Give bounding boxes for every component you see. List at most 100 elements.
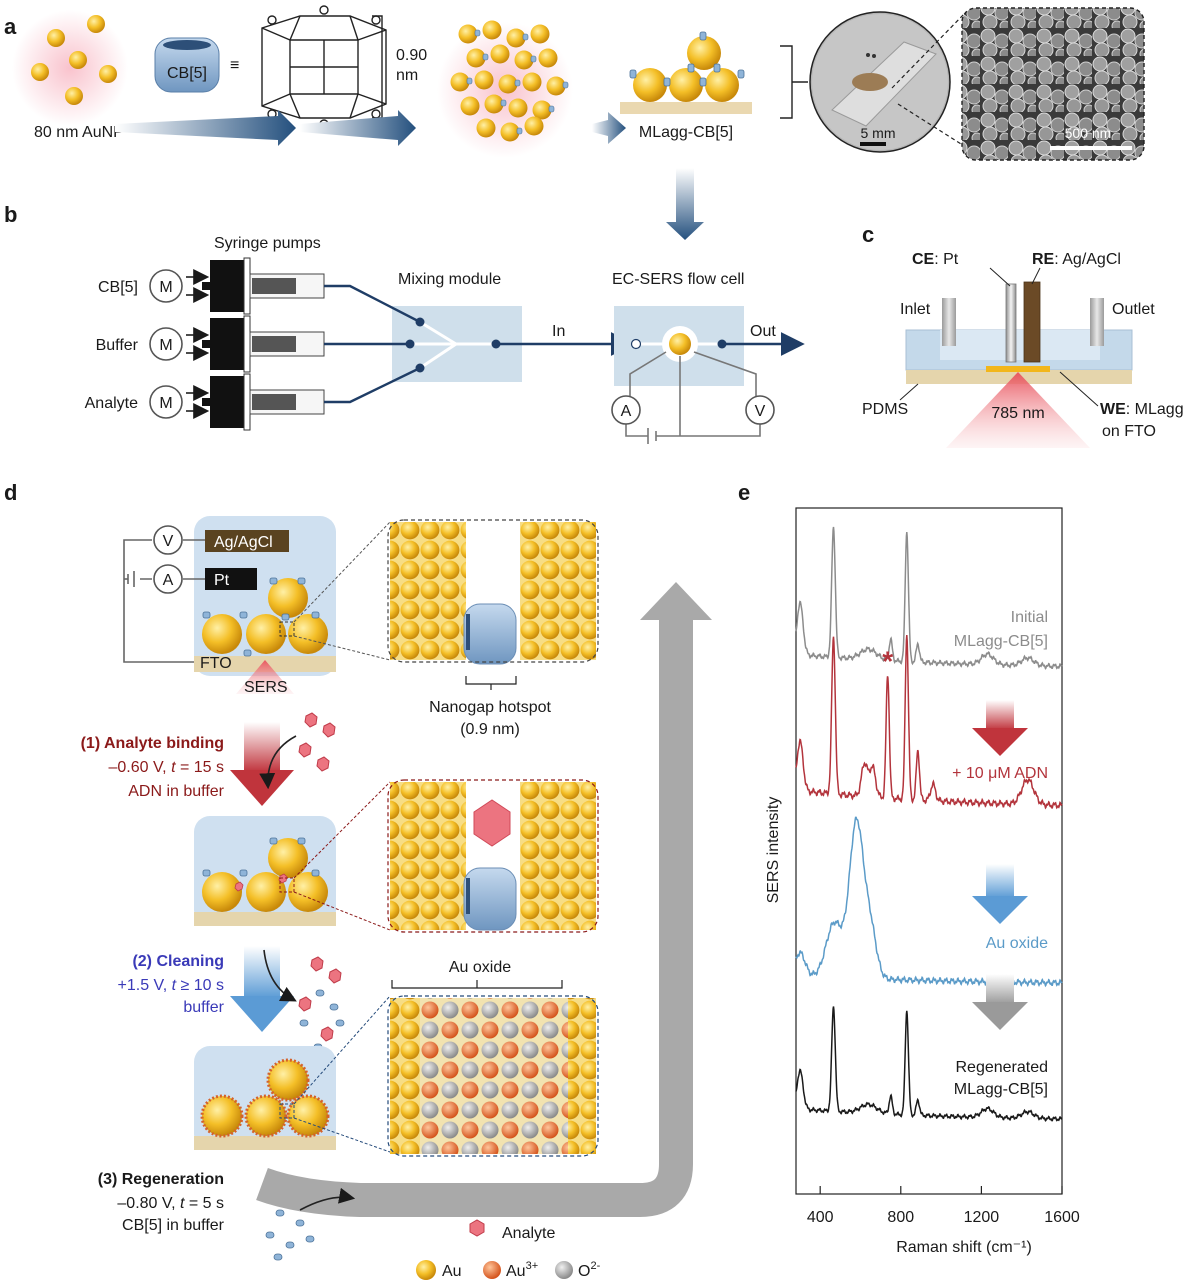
- cell-electrode: [669, 333, 691, 355]
- inlet-label: Inlet: [900, 301, 931, 318]
- spectrum-label-4: MLagg-CB[5]: [954, 1081, 1048, 1098]
- setup-circuit: [123, 539, 205, 663]
- aggregate-particle: [458, 24, 478, 44]
- aggregate-particle: [514, 50, 534, 70]
- aggregate-particle: [500, 122, 520, 142]
- ref-electrode-label: Ag/AgCl: [214, 534, 273, 551]
- counter-electrode-bar: [205, 568, 257, 590]
- laser-label: 785 nm: [991, 405, 1044, 422]
- spectrum-line-1: [795, 526, 1063, 670]
- aggregate-particle: [474, 70, 494, 90]
- cb5-label: CB[5]: [167, 65, 207, 82]
- step2-arrowhead-icon: [230, 996, 294, 1032]
- aggregate-particle: [460, 96, 480, 116]
- chart-arrow-2-icon: [972, 896, 1028, 924]
- setup-voltmeter-icon: [153, 525, 183, 555]
- inlet-tube: [942, 298, 956, 346]
- mixing-channels: [410, 320, 496, 370]
- inset-analyte-bound: [387, 779, 599, 933]
- removed-species: [298, 956, 345, 1051]
- chart-frame: [795, 507, 1063, 1195]
- re-leader: [1031, 267, 1041, 285]
- sample-photo: [809, 11, 951, 153]
- arrow-a2-icon: [300, 110, 416, 146]
- spectrum-line-3: [795, 816, 1063, 988]
- aggregate-particle: [466, 48, 486, 68]
- cell-inlet-port: [630, 338, 642, 350]
- spectrum-line-4: [795, 1006, 1063, 1122]
- panel-c-label: c: [862, 222, 874, 247]
- aggregate-particle: [538, 48, 558, 68]
- aunp-label: 80 nm AuNP: [34, 124, 124, 141]
- zoom-leader-3b: [293, 1117, 391, 1153]
- panel-b-label: b: [4, 202, 17, 227]
- cb5-structure-drawing: [261, 5, 387, 129]
- sem-image: [961, 7, 1145, 161]
- in-label: In: [552, 323, 565, 340]
- step1-medium: ADN in buffer: [128, 783, 224, 800]
- flow-cell-label: EC-SERS flow cell: [612, 271, 744, 288]
- spectrum-label-1: MLagg-CB[5]: [954, 633, 1048, 650]
- aggregate-cb5-molecule: [516, 127, 523, 135]
- aggregate-cb5-molecule: [466, 77, 473, 85]
- aggregate-cluster: [450, 20, 569, 142]
- zoom-line-bottom: [891, 11, 967, 89]
- chart-arrow-1-icon: [972, 728, 1028, 756]
- sem-scale-label: 500 nm: [1065, 125, 1112, 141]
- counter-electrode: [1005, 283, 1017, 363]
- legend-au-label: Au: [442, 1263, 462, 1280]
- motor-label: M: [159, 395, 172, 412]
- pump-input-label: CB[5]: [98, 279, 138, 296]
- x-tick-label: 400: [807, 1209, 834, 1226]
- legend-o2-icon: [555, 1261, 573, 1279]
- legend-au3-label: Au3+: [506, 1260, 538, 1280]
- sers-label: SERS: [244, 679, 288, 696]
- flow-channel-c: [940, 330, 1100, 360]
- pdms-label: PDMS: [862, 401, 908, 418]
- we-label: WE: MLagg: [1100, 401, 1184, 418]
- aggregate-cb5-molecule: [500, 99, 507, 107]
- pump-push-arrows-icon: [186, 385, 210, 419]
- legend-analyte-icon: [469, 1219, 485, 1237]
- motor-icon: [149, 385, 183, 419]
- counter-electrode-label: Pt: [214, 572, 230, 589]
- plunger: [210, 318, 244, 370]
- ce-leader: [989, 267, 1011, 287]
- pump-push-arrows-icon: [186, 269, 210, 303]
- zoom-leader-1a: [293, 521, 391, 623]
- syringe-fluid: [252, 336, 296, 352]
- aggregate-particle: [546, 76, 566, 96]
- out-label: Out: [750, 323, 776, 340]
- particles-binding: [202, 837, 328, 912]
- ref-electrode-bar: [205, 530, 289, 552]
- aunp-particles: [31, 15, 117, 105]
- aggregate-particle: [490, 44, 510, 64]
- syringe-flange: [243, 373, 251, 431]
- pdms-leader: [899, 383, 919, 401]
- motor-icon: [149, 327, 183, 361]
- cleaning-outflow-arrow: [263, 949, 297, 1002]
- syringe-flange: [243, 315, 251, 373]
- spectrum-label-2: + 10 μM ADN: [952, 765, 1048, 782]
- x-tick-label: 800: [887, 1209, 914, 1226]
- photo-bracket: [780, 45, 808, 119]
- step2-condition: +1.5 V, t ≥ 10 s: [118, 977, 225, 994]
- aggregate-cb5-molecule: [482, 53, 489, 61]
- outlet-tube-c: [1090, 298, 1104, 346]
- syringe-fluid: [252, 278, 296, 294]
- spectrum-label-1: Initial: [1011, 609, 1048, 626]
- aggregate-particle: [482, 20, 502, 40]
- aggregate-cb5-molecule: [562, 81, 569, 89]
- plunger: [210, 376, 244, 428]
- spectrum-line-2: [795, 634, 1063, 810]
- step2-title: (2) Cleaning: [132, 953, 224, 970]
- chart-arrow-3-icon: [972, 1002, 1028, 1030]
- cb5-size-unit: nm: [396, 67, 418, 84]
- panel-d: d Ag/AgCl Pt V A: [4, 480, 712, 1280]
- working-electrode: [986, 366, 1050, 372]
- analyte-molecules-1: [298, 712, 336, 772]
